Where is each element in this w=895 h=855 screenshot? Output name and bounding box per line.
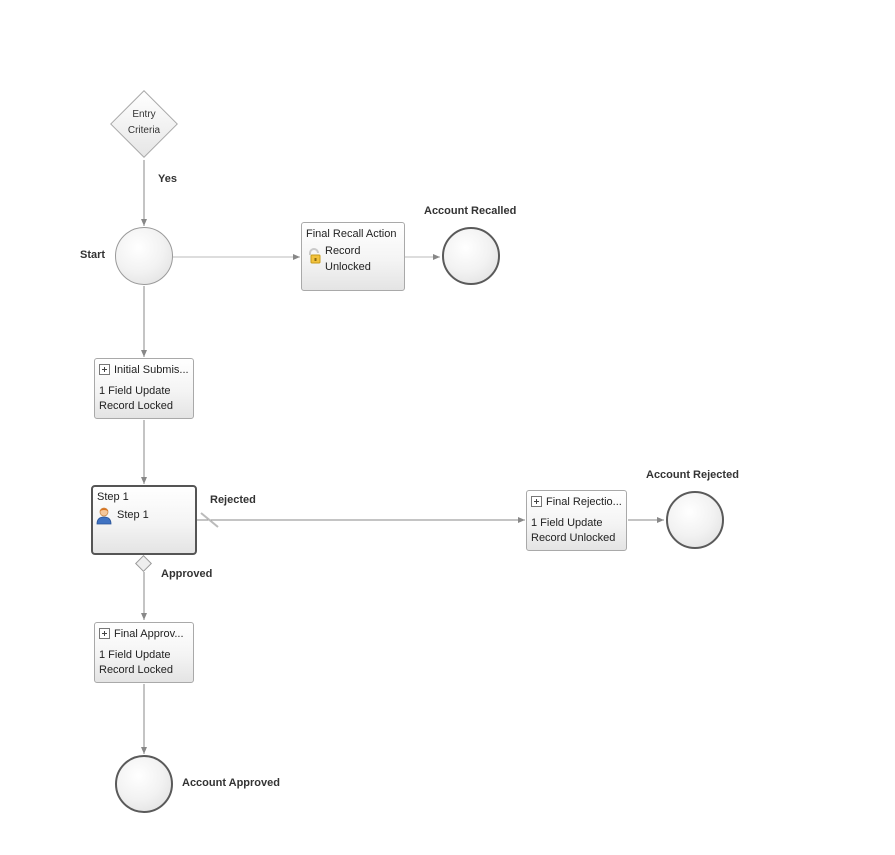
account-approved-end-node[interactable] — [115, 755, 173, 813]
final-recall-action-line2: Unlocked — [325, 261, 371, 273]
step1-box[interactable]: Step 1 Step 1 — [91, 485, 197, 555]
account-rejected-end-node[interactable] — [666, 491, 724, 549]
final-approval-title: Final Approv... — [114, 628, 184, 640]
plus-box-icon[interactable] — [99, 628, 110, 639]
initial-submission-title: Initial Submis... — [114, 364, 189, 376]
final-recall-action-title: Final Recall Action — [306, 228, 397, 240]
final-rejection-line2: Record Unlocked — [531, 532, 616, 544]
final-recall-action-line1: Record — [325, 245, 361, 257]
entry-criteria-line1: Entry — [132, 109, 156, 120]
lock-open-icon — [306, 248, 322, 267]
entry-criteria-line2: Criteria — [127, 125, 161, 136]
initial-submission-box[interactable]: Initial Submis... 1 Field Update Record … — [94, 358, 194, 419]
start-node[interactable] — [115, 227, 173, 285]
account-approved-label: Account Approved — [182, 777, 280, 789]
plus-box-icon[interactable] — [99, 364, 110, 375]
final-approval-line1: 1 Field Update — [99, 649, 171, 661]
approved-label: Approved — [161, 568, 213, 580]
final-approval-box[interactable]: Final Approv... 1 Field Update Record Lo… — [94, 622, 194, 683]
approved-diamond — [135, 555, 152, 572]
final-rejection-title: Final Rejectio... — [546, 496, 622, 508]
final-recall-action-box[interactable]: Final Recall Action Record Unlocked — [301, 222, 405, 291]
start-label: Start — [80, 249, 106, 261]
final-rejection-line1: 1 Field Update — [531, 517, 603, 529]
account-rejected-label: Account Rejected — [646, 469, 739, 481]
step1-label: Step 1 — [117, 509, 149, 521]
step1-title: Step 1 — [97, 491, 129, 503]
initial-submission-line1: 1 Field Update — [99, 385, 171, 397]
final-approval-line2: Record Locked — [99, 664, 173, 676]
plus-box-icon[interactable] — [531, 496, 542, 507]
rejected-label: Rejected — [210, 494, 256, 506]
final-rejection-box[interactable]: Final Rejectio... 1 Field Update Record … — [526, 490, 627, 551]
yes-label: Yes — [158, 173, 177, 185]
initial-submission-line2: Record Locked — [99, 400, 173, 412]
user-icon — [96, 507, 112, 528]
account-recalled-label: Account Recalled — [424, 205, 517, 217]
rejected-slash — [200, 512, 219, 528]
account-recalled-end-node[interactable] — [442, 227, 500, 285]
